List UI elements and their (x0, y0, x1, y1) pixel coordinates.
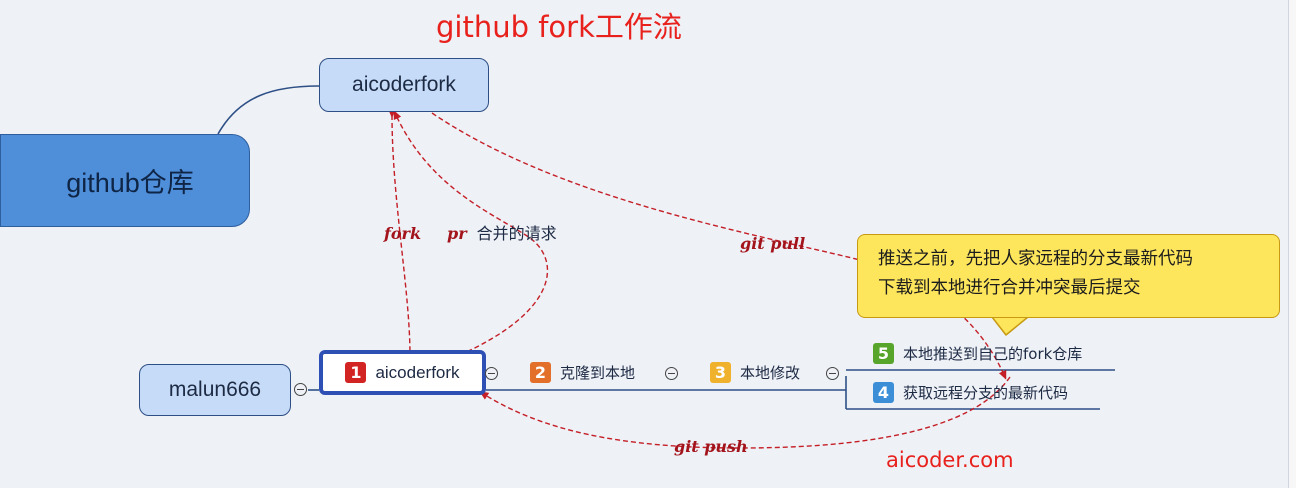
step-4-node[interactable]: 4 获取远程分支的最新代码 (873, 382, 1068, 403)
callout-line-2: 下载到本地进行合并冲突最后提交 (878, 278, 1141, 298)
pr-edge-label: pr 合并的请求 (447, 220, 557, 244)
collapse-icon[interactable] (826, 367, 839, 380)
git-push-edge-label: git push (674, 437, 748, 456)
collapse-icon[interactable] (485, 367, 498, 380)
connector-root-to-fork (217, 85, 320, 135)
fork-edge-label: fork (384, 224, 422, 243)
step-5-badge: 5 (873, 343, 894, 364)
step-5-node[interactable]: 5 本地推送到自己的fork仓库 (873, 343, 1082, 364)
step-1-node[interactable]: 1 aicoderfork (319, 350, 486, 395)
step-2-label: 克隆到本地 (560, 364, 636, 382)
step-5-label: 本地推送到自己的fork仓库 (903, 345, 1083, 363)
git-pull-edge-label: git pull (740, 234, 806, 253)
collapse-icon[interactable] (294, 383, 307, 396)
step-1-badge: 1 (345, 362, 367, 383)
step-3-badge: 3 (710, 362, 731, 383)
collapse-icon[interactable] (665, 367, 678, 380)
github-repo-node[interactable]: github仓库 (0, 134, 250, 227)
pr-label: pr (447, 224, 467, 243)
step-2-badge: 2 (530, 362, 551, 383)
step-4-label: 获取远程分支的最新代码 (903, 384, 1069, 402)
pr-arrow (393, 110, 549, 356)
fork-arrow (387, 108, 414, 359)
git-push-arrow (479, 376, 1011, 449)
pr-description: 合并的请求 (476, 224, 557, 243)
callout-line-1: 推送之前，先把人家远程的分支最新代码 (878, 249, 1193, 269)
step-3-label: 本地修改 (740, 364, 801, 382)
step-2-node[interactable]: 2 克隆到本地 (530, 362, 635, 383)
step-4-badge: 4 (873, 382, 894, 403)
malun666-node[interactable]: malun666 (139, 364, 291, 416)
watermark-text: aicoder.com (886, 448, 1014, 472)
callout-note[interactable]: 推送之前，先把人家远程的分支最新代码 下载到本地进行合并冲突最后提交 (857, 234, 1280, 318)
step-1-label: aicoderfork (375, 362, 460, 382)
git-pull-arrow (431, 112, 1007, 380)
step-3-node[interactable]: 3 本地修改 (710, 362, 800, 383)
window-edge (1288, 0, 1296, 488)
callout-pointer (991, 316, 1029, 336)
aicoderfork-node[interactable]: aicoderfork (319, 58, 489, 112)
diagram-title: github fork工作流 (436, 10, 682, 44)
